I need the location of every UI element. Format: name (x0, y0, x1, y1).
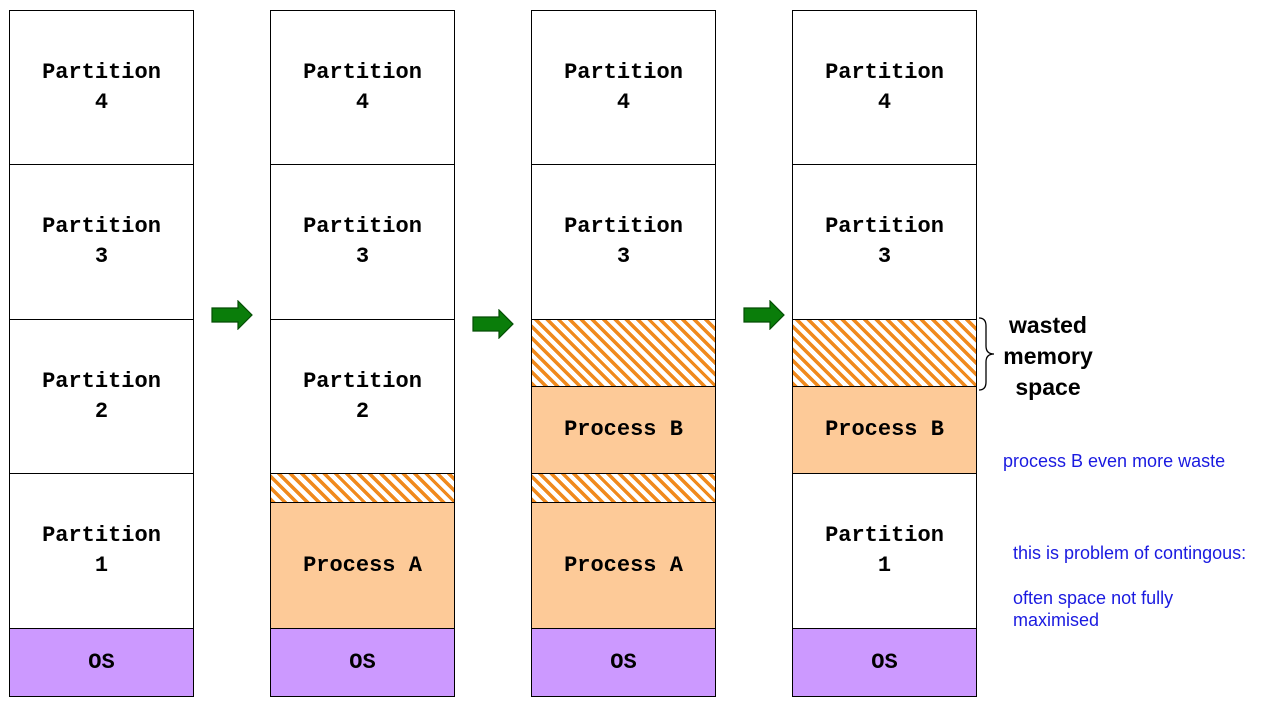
block-label: Partition 4 (303, 59, 422, 115)
block-label: Partition 3 (42, 214, 161, 269)
block-label: Process A (564, 552, 683, 578)
os-block: OS (270, 629, 455, 697)
partition-3-block: Partition 3 (792, 165, 977, 320)
note-space-not-maximised: often space not fully maximised (1013, 588, 1174, 630)
block-label: Process B (825, 417, 944, 442)
wasted-memory-label: wasted memory space (1003, 312, 1093, 400)
partition-4-block: Partition 4 (270, 10, 455, 165)
block-label: OS (349, 649, 376, 675)
arrow-right-icon (211, 300, 253, 330)
block-label: Partition 2 (303, 368, 422, 424)
curly-brace-icon (978, 317, 995, 391)
os-block: OS (9, 629, 194, 697)
memory-column-2: Partition 4 Partition 3 Partition 2 Proc… (270, 10, 455, 697)
note-process-b: process B even more waste (1003, 451, 1226, 471)
wasted-space-block (270, 474, 455, 503)
block-label: Partition 4 (42, 59, 161, 115)
block-label: OS (871, 649, 898, 675)
os-block: OS (531, 629, 716, 697)
block-label: Process A (303, 552, 422, 578)
wasted-space-block (531, 320, 716, 387)
block-label: Process B (564, 417, 683, 442)
partition-3-block: Partition 3 (531, 165, 716, 320)
partition-2-block: Partition 2 (9, 320, 194, 474)
arrow-right-icon (743, 300, 785, 330)
partition-4-block: Partition 4 (9, 10, 194, 165)
memory-column-4: Partition 4 Partition 3 Process B Partit… (792, 10, 977, 697)
partition-1-block: Partition 1 (9, 474, 194, 629)
partition-3-block: Partition 3 (9, 165, 194, 320)
wasted-space-block (531, 474, 716, 503)
process-a-block: Process A (270, 503, 455, 629)
partition-3-block: Partition 3 (270, 165, 455, 320)
wasted-space-block (792, 320, 977, 387)
block-label: OS (610, 649, 637, 675)
process-a-block: Process A (531, 503, 716, 629)
block-label: Partition 4 (564, 59, 683, 115)
memory-column-3: Partition 4 Partition 3 Process B Proces… (531, 10, 716, 697)
block-label: OS (88, 649, 115, 675)
block-label: Partition 3 (825, 214, 944, 269)
note-contiguous-problem: this is problem of contingous: (1013, 543, 1247, 563)
block-label: Partition 2 (42, 368, 161, 424)
partition-4-block: Partition 4 (792, 10, 977, 165)
block-label: Partition 4 (825, 59, 944, 115)
process-b-block: Process B (531, 387, 716, 474)
partition-1-block: Partition 1 (792, 474, 977, 629)
memory-column-1: Partition 4 Partition 3 Partition 2 Part… (9, 10, 194, 697)
block-label: Partition 3 (564, 214, 683, 269)
partition-4-block: Partition 4 (531, 10, 716, 165)
block-label: Partition 3 (303, 214, 422, 269)
partition-2-block: Partition 2 (270, 320, 455, 474)
block-label: Partition 1 (42, 523, 161, 578)
block-label: Partition 1 (825, 523, 944, 578)
process-b-block: Process B (792, 387, 977, 474)
os-block: OS (792, 629, 977, 697)
arrow-right-icon (472, 309, 514, 339)
